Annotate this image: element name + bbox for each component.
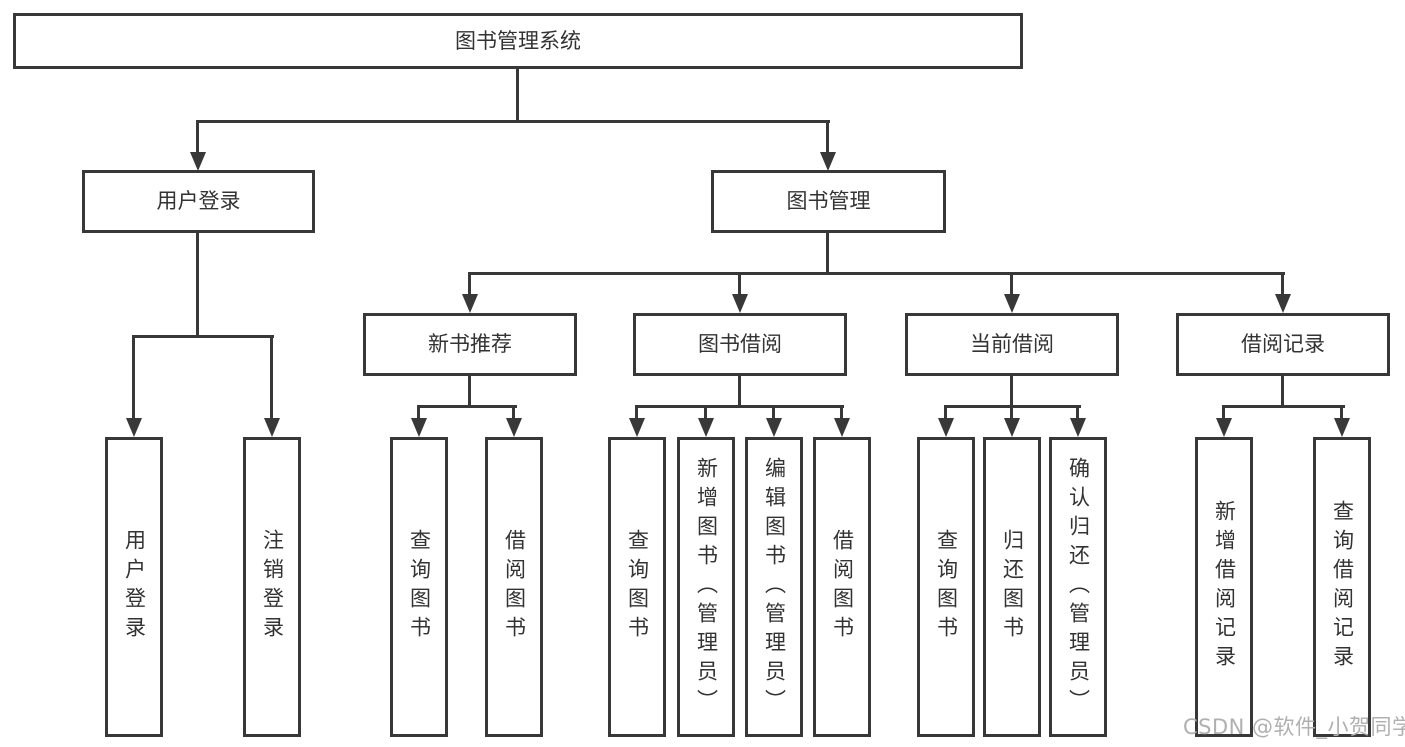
leaf-borrow-books-label: 借阅图书 <box>830 529 855 645</box>
leaf-borrow-books-recommend-label: 借阅图书 <box>502 529 527 645</box>
connector-line <box>1010 376 1013 408</box>
connector-line <box>417 405 517 408</box>
leaf-query-books-borrow-label: 查询图书 <box>625 529 650 645</box>
connector-line <box>516 69 519 122</box>
arrow-down-icon <box>1004 294 1020 313</box>
leaf-return-book: 归还图书 <box>983 437 1041 737</box>
connector-line <box>1076 405 1079 422</box>
connector-line <box>1281 272 1284 298</box>
connector-line <box>840 405 843 422</box>
node-current-borrow-label: 当前借阅 <box>970 332 1054 356</box>
leaf-query-borrow-record: 查询借阅记录 <box>1313 437 1371 737</box>
leaf-query-books-current: 查询图书 <box>917 437 975 737</box>
leaf-user-login-label: 用户登录 <box>122 529 147 645</box>
leaf-add-borrow-record: 新增借阅记录 <box>1195 437 1253 737</box>
leaf-query-books-current-label: 查询图书 <box>934 529 959 645</box>
arrow-down-icon <box>766 418 782 437</box>
connector-line <box>196 233 199 338</box>
node-user-login: 用户登录 <box>82 170 315 233</box>
node-book-management-label: 图书管理 <box>786 189 871 213</box>
leaf-borrow-books: 借阅图书 <box>813 437 871 737</box>
node-borrow-record-label: 借阅记录 <box>1241 332 1325 356</box>
leaf-query-borrow-record-label: 查询借阅记录 <box>1330 500 1355 674</box>
arrow-down-icon <box>1004 418 1020 437</box>
connector-line <box>468 376 471 408</box>
arrow-down-icon <box>264 418 280 437</box>
node-new-book-recommend: 新书推荐 <box>363 313 577 376</box>
arrow-down-icon <box>1334 418 1350 437</box>
leaf-confirm-return-admin-label: 确认归还（管理员） <box>1066 456 1091 718</box>
leaf-add-book-admin-label: 新增图书（管理员） <box>694 456 719 718</box>
connector-line <box>512 405 515 422</box>
leaf-query-books-recommend-label: 查询图书 <box>407 529 432 645</box>
arrow-down-icon <box>190 152 206 171</box>
csdn-watermark: CSDN @软件_小贺同学 <box>1183 715 1405 739</box>
connector-line <box>417 405 420 422</box>
arrow-down-icon <box>938 418 954 437</box>
node-book-borrow: 图书借阅 <box>633 313 847 376</box>
connector-line <box>944 405 947 422</box>
leaf-logout-label: 注销登录 <box>260 529 285 645</box>
node-user-login-label: 用户登录 <box>156 189 241 213</box>
connector-line <box>132 335 135 422</box>
connector-line <box>635 405 638 422</box>
arrow-down-icon <box>1216 418 1232 437</box>
connector-line <box>1010 272 1013 298</box>
arrow-down-icon <box>732 294 748 313</box>
leaf-query-books-recommend: 查询图书 <box>390 437 448 737</box>
arrow-down-icon <box>698 418 714 437</box>
node-borrow-record: 借阅记录 <box>1176 313 1390 376</box>
connector-line <box>704 405 707 422</box>
node-new-book-recommend-label: 新书推荐 <box>428 332 512 356</box>
connector-line <box>1222 405 1225 422</box>
connector-line <box>132 335 274 338</box>
connector-line <box>1010 405 1013 422</box>
node-book-borrow-label: 图书借阅 <box>698 332 782 356</box>
leaf-edit-book-admin: 编辑图书（管理员） <box>745 437 803 737</box>
arrow-down-icon <box>506 418 522 437</box>
arrow-down-icon <box>462 294 478 313</box>
leaf-return-book-label: 归还图书 <box>1000 529 1025 645</box>
leaf-borrow-books-recommend: 借阅图书 <box>485 437 543 737</box>
node-root: 图书管理系统 <box>13 13 1023 69</box>
connector-line <box>635 405 844 408</box>
arrow-down-icon <box>629 418 645 437</box>
connector-line <box>1281 376 1284 408</box>
connector-line <box>270 335 273 422</box>
connector-line <box>738 272 741 298</box>
connector-line <box>738 376 741 408</box>
leaf-logout: 注销登录 <box>243 437 301 737</box>
leaf-query-books-borrow: 查询图书 <box>608 437 666 737</box>
connector-line <box>468 272 471 298</box>
leaf-edit-book-admin-label: 编辑图书（管理员） <box>762 456 787 718</box>
connector-line <box>1222 405 1345 408</box>
node-current-borrow: 当前借阅 <box>905 313 1119 376</box>
connector-line <box>468 272 1285 275</box>
connector-line <box>826 120 829 155</box>
arrow-down-icon <box>834 418 850 437</box>
connector-line <box>826 233 829 275</box>
arrow-down-icon <box>411 418 427 437</box>
leaf-user-login: 用户登录 <box>105 437 163 737</box>
node-book-management: 图书管理 <box>711 170 946 233</box>
leaf-add-borrow-record-label: 新增借阅记录 <box>1212 500 1237 674</box>
connector-line <box>772 405 775 422</box>
arrow-down-icon <box>126 418 142 437</box>
connector-line <box>1340 405 1343 422</box>
arrow-down-icon <box>1070 418 1086 437</box>
arrow-down-icon <box>1275 294 1291 313</box>
arrow-down-icon <box>820 152 836 171</box>
leaf-confirm-return-admin: 确认归还（管理员） <box>1049 437 1107 737</box>
leaf-add-book-admin: 新增图书（管理员） <box>677 437 735 737</box>
connector-line <box>196 120 199 155</box>
connector-line <box>196 120 830 123</box>
node-root-label: 图书管理系统 <box>455 28 581 53</box>
